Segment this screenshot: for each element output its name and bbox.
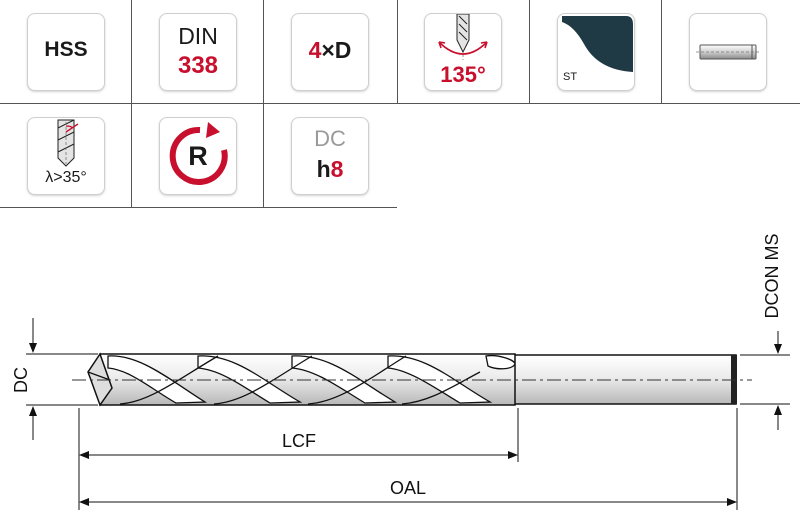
standard-tile: DIN 338 (159, 13, 237, 91)
tolerance-class-letter: h (316, 156, 331, 182)
oal-dimension (79, 408, 738, 510)
cylindrical-shank-icon (696, 44, 760, 60)
tolerance-diameter-label: DC (314, 126, 346, 151)
helix-angle-icon (57, 119, 79, 167)
oal-label: OAL (390, 478, 426, 498)
dc-label: DC (11, 367, 31, 393)
tolerance-class: h8 (292, 156, 368, 183)
right-hand-rotation-icon (169, 122, 228, 185)
length-ratio-multiplier: 4 (308, 37, 322, 63)
lcf-label: LCF (282, 431, 316, 451)
dcon-ms-label: DCON MS (762, 234, 782, 319)
length-ratio-label: 4×D (292, 37, 368, 64)
length-ratio-tile: 4×D (291, 13, 369, 91)
helix-angle-tile: λ>35° (27, 117, 105, 195)
material-tile: HSS (27, 13, 105, 91)
tolerance-tile: DC h8 (291, 117, 369, 195)
point-type-tile: ST (557, 13, 635, 91)
drill-fluted-body (87, 352, 516, 407)
point-type-label: ST (563, 71, 578, 83)
standard-number: 338 (177, 52, 219, 79)
standard-label: DIN (178, 23, 218, 49)
spec-grid (0, 0, 800, 208)
drill-point-angle-icon (438, 14, 488, 60)
point-shape-icon (562, 16, 633, 72)
helix-angle-value: λ>35° (45, 169, 87, 186)
material-label: HSS (44, 38, 88, 61)
rotation-tile: R (159, 117, 237, 195)
point-angle-value: 135° (440, 62, 486, 87)
drill-dimension-drawing: DC DCON MS LCF OAL (11, 234, 790, 510)
rotation-letter: R (188, 141, 208, 171)
lcf-dimension (78, 408, 519, 510)
dcon-ms-dimension (740, 331, 790, 430)
tolerance-class-grade: 8 (330, 156, 344, 182)
shank-tile (689, 13, 767, 91)
point-angle-tile: 135° (424, 13, 502, 91)
length-ratio-unit: ×D (321, 37, 352, 63)
dc-dimension (26, 318, 98, 440)
